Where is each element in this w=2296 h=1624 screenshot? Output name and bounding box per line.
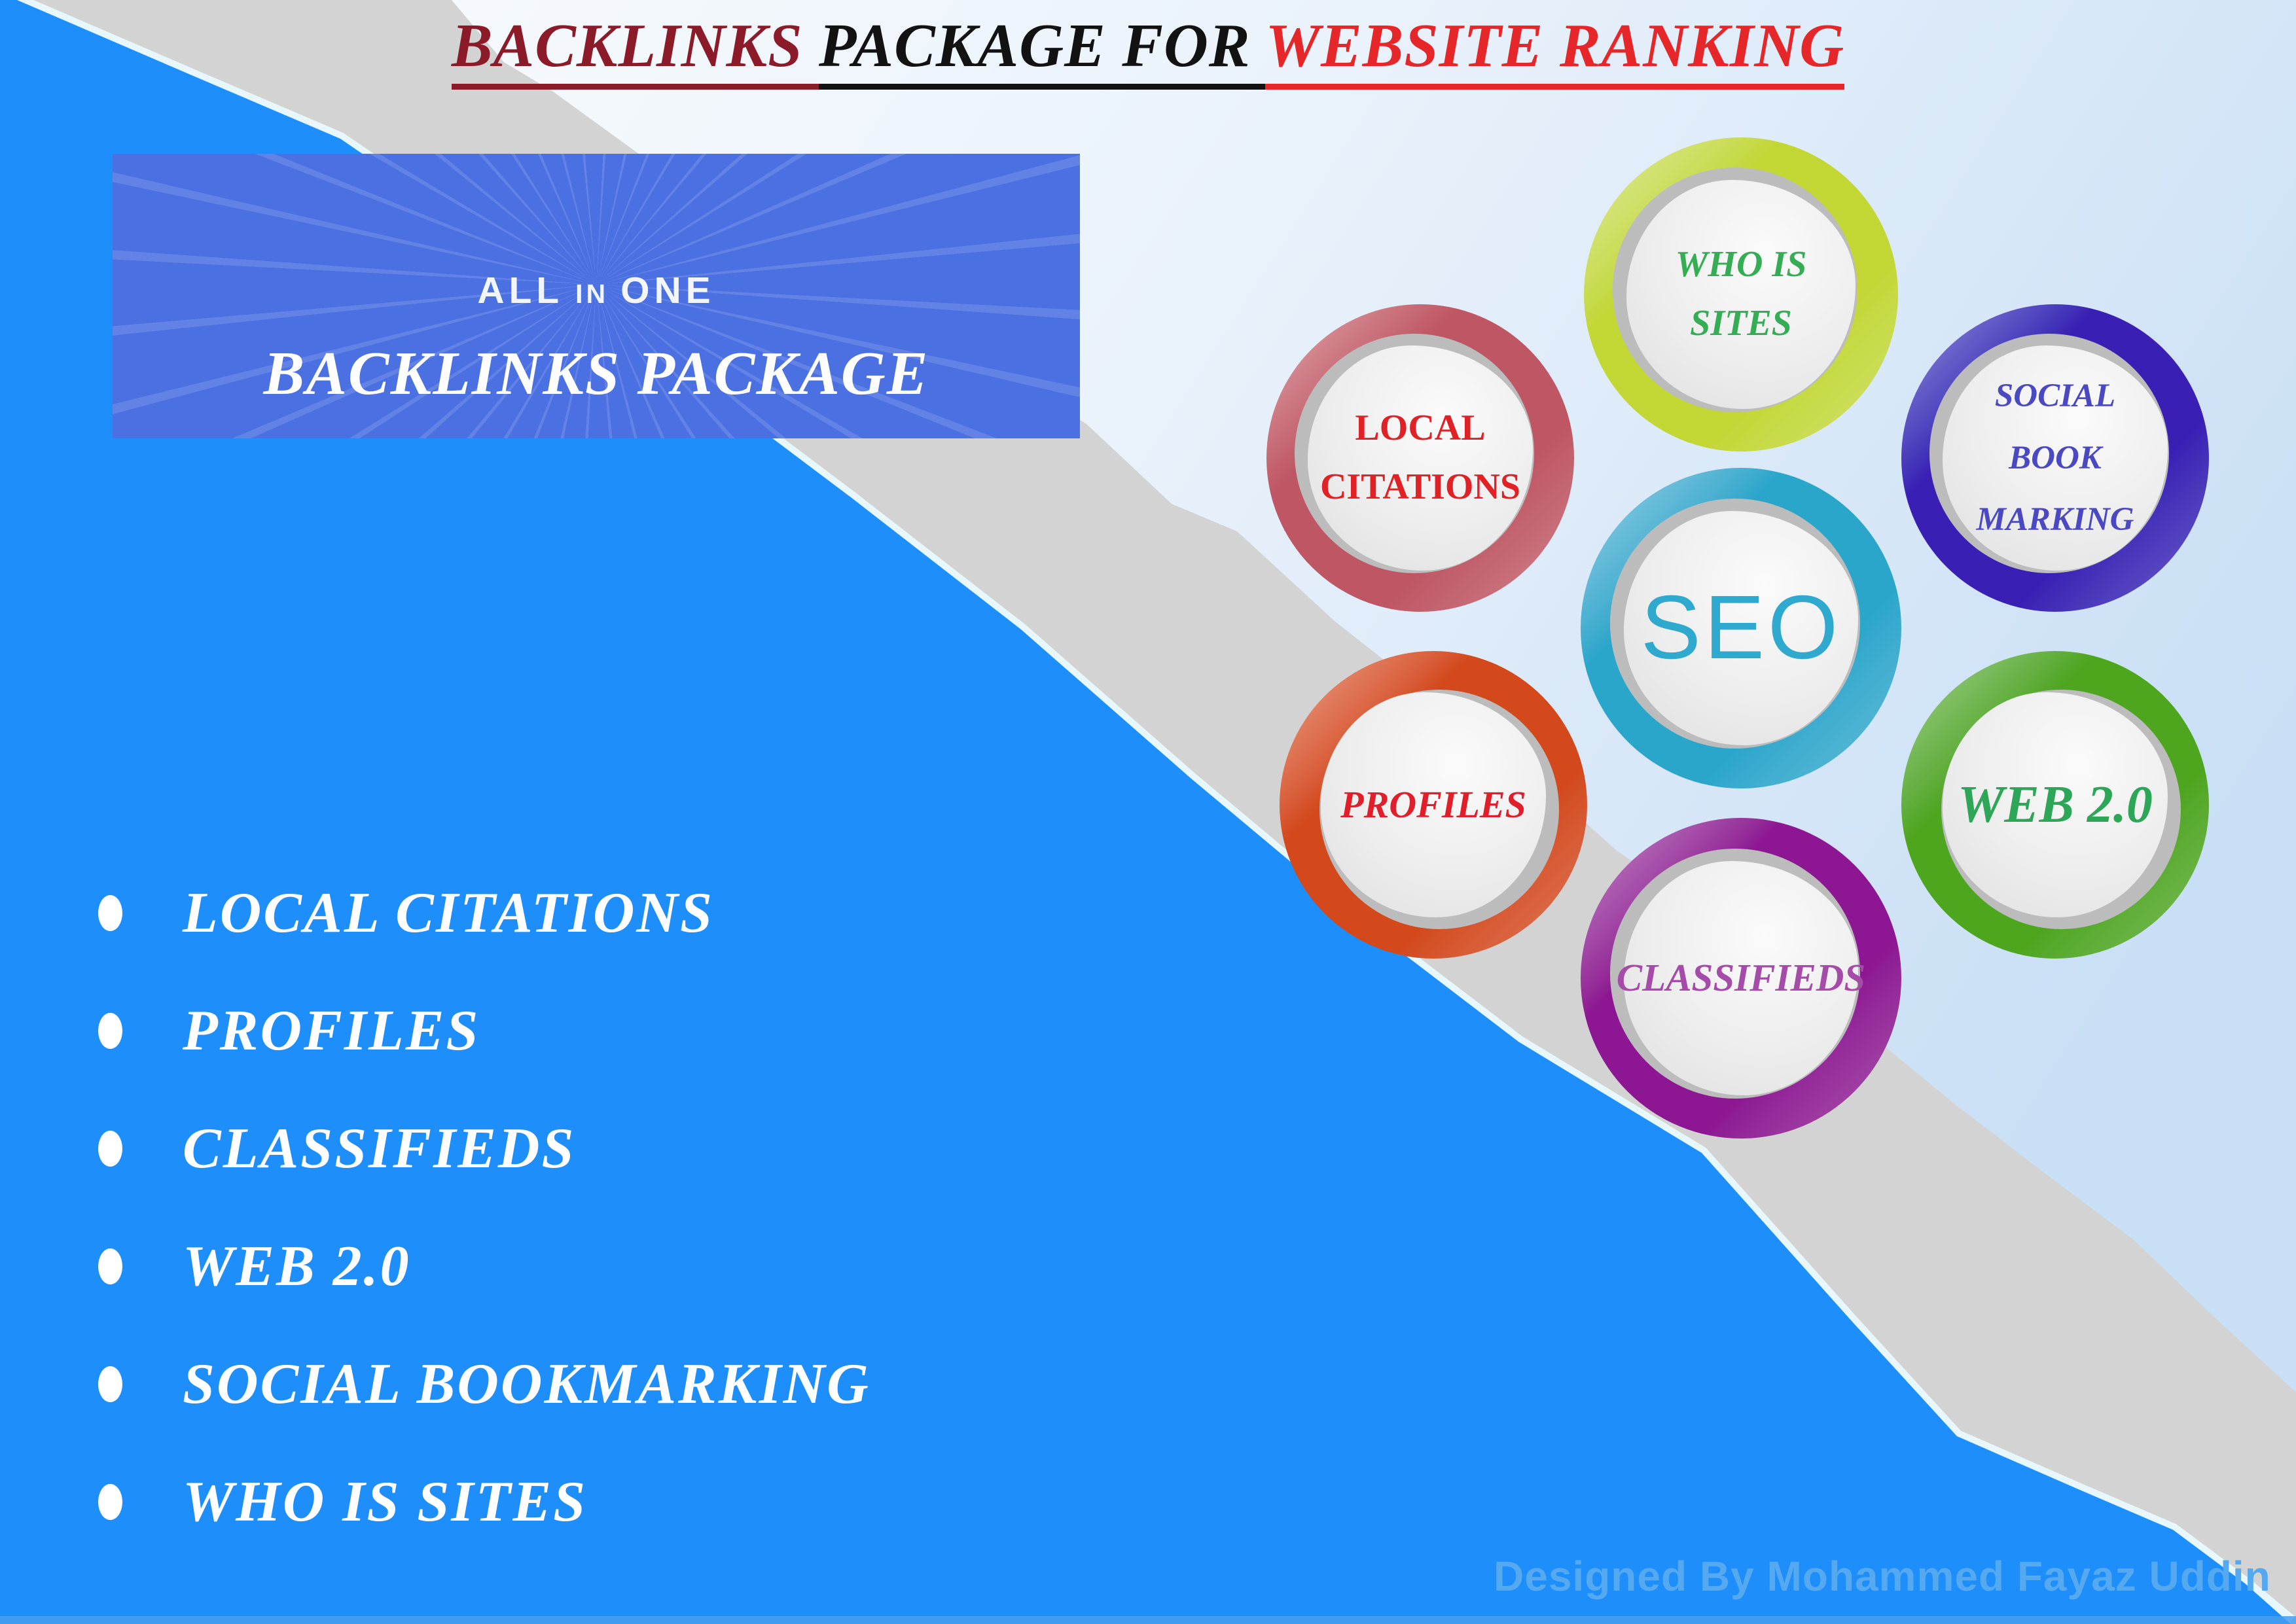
banner-all-in-one-line: ALL IN ONE (113, 269, 1080, 312)
circle-classifieds: CLASSIFIEDS (1581, 818, 1901, 1139)
circle-web-2-0: WEB 2.0 (1901, 651, 2209, 959)
designer-credit: Designed By Mohammed Fayaz Uddin (1494, 1553, 2271, 1600)
circle-label-social-bookmarking: SOCIAL BOOK MARKING (1976, 378, 2134, 538)
list-item: WEB 2.0 (98, 1207, 870, 1325)
bottom-edge-strip (0, 1616, 2296, 1624)
circle-inner-disc: PROFILES (1321, 692, 1546, 917)
title-segment-package-for: PACKAGE FOR (818, 12, 1266, 90)
circle-label-who-is-sites: WHO IS SITES (1675, 244, 1807, 344)
circle-who-is-sites: WHO IS SITES (1584, 137, 1898, 451)
banner-word-all: ALL (477, 270, 564, 311)
circle-inner-disc: SEO (1624, 511, 1858, 745)
list-item-label: WEB 2.0 (183, 1234, 411, 1298)
all-in-one-banner: ALL IN ONE BACKLINKS PACKAGE (113, 154, 1080, 438)
list-item-label: WHO IS SITES (183, 1470, 588, 1534)
banner-word-in: IN (575, 279, 609, 309)
circle-label-classifieds: CLASSIFIEDS (1616, 956, 1866, 1000)
circle-inner-disc: CLASSIFIEDS (1617, 861, 1865, 1095)
circle-label-web-2-0: WEB 2.0 (1958, 776, 2153, 834)
circle-inner-disc: SOCIAL BOOK MARKING (1943, 345, 2168, 571)
circle-label-profiles: PROFILES (1340, 783, 1526, 826)
starburst-rays-decoration (113, 154, 1080, 438)
circle-label-local-citations: LOCAL CITATIONS (1319, 408, 1520, 507)
circle-profiles: PROFILES (1280, 651, 1587, 959)
circle-inner-disc: LOCAL CITATIONS (1308, 345, 1533, 571)
bullet-icon (98, 1366, 122, 1402)
gray-diagonal-band (17, 0, 2296, 1624)
list-item: SOCIAL BOOKMARKING (98, 1325, 870, 1443)
banner-subtitle: BACKLINKS PACKAGE (263, 340, 929, 408)
circle-inner-disc: WHO IS SITES (1626, 179, 1856, 410)
circle-local-citations: LOCAL CITATIONS (1266, 304, 1574, 612)
feature-list: LOCAL CITATIONS PROFILES CLASSIFIEDS WEB… (98, 854, 870, 1561)
circle-label-seo: SEO (1640, 577, 1842, 679)
list-item: WHO IS SITES (98, 1443, 870, 1561)
bullet-icon (98, 1012, 122, 1049)
circle-seo-center: SEO (1581, 468, 1901, 788)
banner-word-one: ONE (620, 270, 715, 311)
page-title: BACKLINKS PACKAGE FOR WEBSITE RANKING (0, 10, 2296, 90)
list-item: PROFILES (98, 972, 870, 1089)
circle-inner-disc: WEB 2.0 (1943, 692, 2168, 917)
circle-social-bookmarking: SOCIAL BOOK MARKING (1901, 304, 2209, 612)
list-item-label: SOCIAL BOOKMARKING (183, 1352, 870, 1416)
bullet-icon (98, 1130, 122, 1167)
bullet-icon (98, 1483, 122, 1520)
bullet-icon (98, 894, 122, 931)
list-item: LOCAL CITATIONS (98, 854, 870, 972)
list-item-label: CLASSIFIEDS (183, 1116, 576, 1180)
list-item-label: LOCAL CITATIONS (183, 881, 714, 945)
bullet-icon (98, 1248, 122, 1284)
list-item-label: PROFILES (183, 998, 480, 1063)
title-segment-website-ranking: WEBSITE RANKING (1265, 12, 1845, 90)
list-item: CLASSIFIEDS (98, 1089, 870, 1207)
title-segment-backlinks: BACKLINKS (451, 12, 819, 90)
